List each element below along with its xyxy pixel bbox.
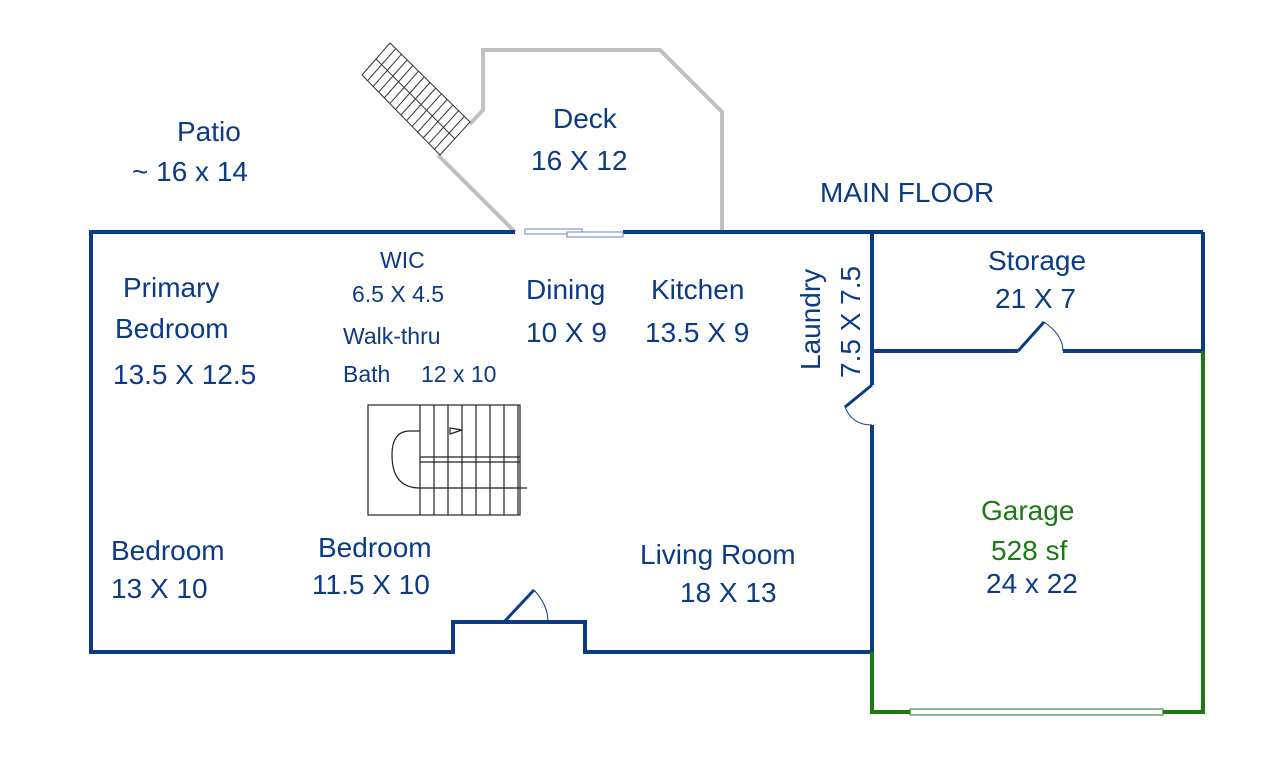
interior-stairs <box>367 404 527 516</box>
wic-size: 6.5 X 4.5 <box>352 281 444 307</box>
bedroom-label: Bedroom <box>318 532 432 563</box>
living-room-size: 18 X 13 <box>680 577 777 608</box>
storage-label: Storage <box>988 245 1086 276</box>
primary-bedroom-label: Primary <box>123 272 219 303</box>
bath-label: Walk-thru <box>343 323 441 349</box>
deck-size: 16 X 12 <box>531 145 628 176</box>
garage-door <box>909 708 1164 716</box>
sliding-door[interactable] <box>566 231 624 238</box>
kitchen-size: 13.5 X 9 <box>645 317 749 348</box>
garage-wall <box>870 652 910 714</box>
dining-size: 10 X 9 <box>526 317 607 348</box>
primary-bedroom-label-2: Bedroom <box>115 313 229 344</box>
kitchen-label: Kitchen <box>651 274 744 305</box>
laundry-size: 7.5 X 7.5 <box>835 266 866 378</box>
deck-outline <box>468 48 724 232</box>
living-room-label: Living Room <box>640 539 796 570</box>
bedroom-size: 13 X 10 <box>111 573 208 604</box>
wic-label: WIC <box>380 247 425 273</box>
bedroom-size: 11.5 X 10 <box>312 569 430 600</box>
bedroom-label: Bedroom <box>111 535 225 566</box>
storage-door[interactable] <box>1016 320 1064 353</box>
laundry-label: Laundry <box>795 269 826 370</box>
garage-area: 528 sf <box>991 535 1067 566</box>
deck-outline <box>436 153 517 234</box>
patio-label: Patio <box>177 116 241 147</box>
garage-wall <box>1163 351 1205 714</box>
dining-label: Dining <box>526 274 605 305</box>
page-title: MAIN FLOOR <box>820 177 994 208</box>
storage-size: 21 X 7 <box>995 283 1076 314</box>
bath-label-2: Bath <box>343 361 390 387</box>
garage-size: 24 x 22 <box>986 568 1078 599</box>
laundry-door[interactable] <box>844 383 873 426</box>
primary-bedroom-size: 13.5 X 12.5 <box>113 359 256 390</box>
deck-stairs <box>361 42 471 156</box>
deck-label: Deck <box>553 103 618 134</box>
house-wall <box>89 230 872 654</box>
patio-size: ~ 16 x 14 <box>132 156 248 187</box>
garage-label: Garage <box>981 495 1074 526</box>
bath-size: 12 x 10 <box>421 361 496 387</box>
front-door[interactable] <box>502 588 549 624</box>
